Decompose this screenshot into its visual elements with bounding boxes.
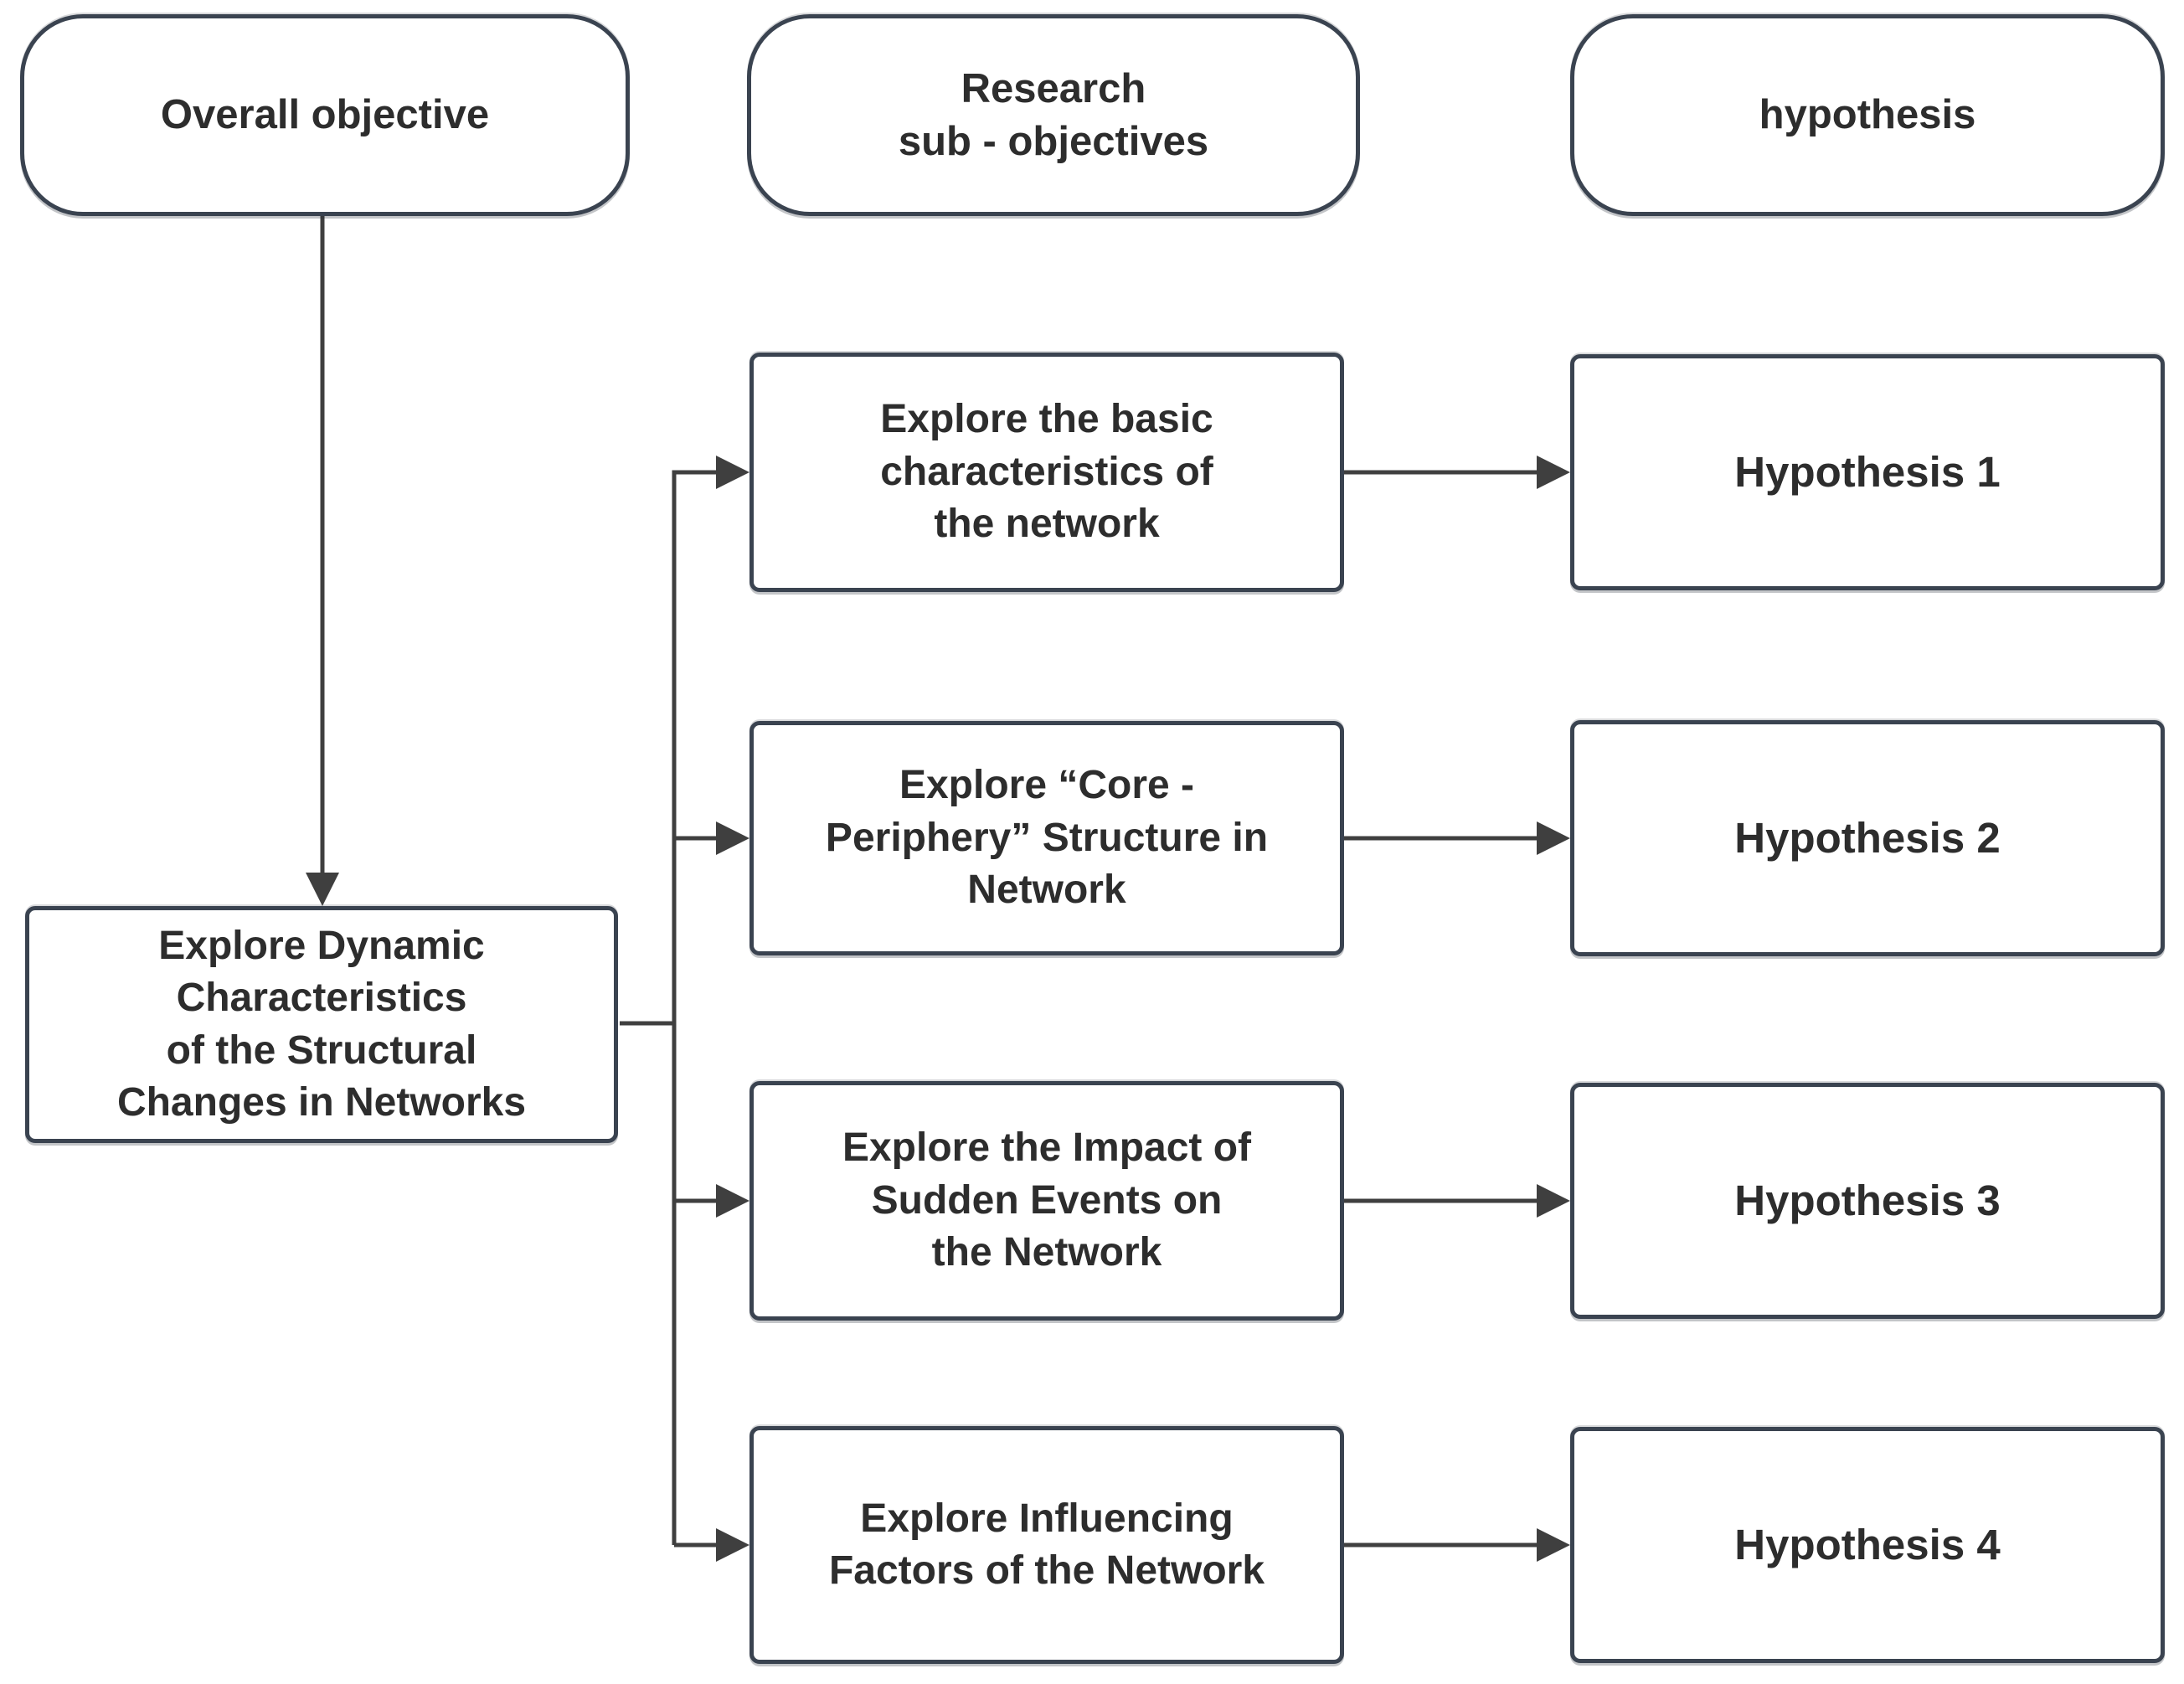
node-hypothesis-4: Hypothesis 4 [1570, 1427, 2165, 1663]
header-research-sub-objectives: Research sub - objectives [747, 14, 1360, 216]
header-overall-objective: Overall objective [20, 14, 630, 216]
header-hypothesis: hypothesis [1570, 14, 2165, 216]
node-hypothesis-1: Hypothesis 1 [1570, 354, 2165, 590]
node-sub-objective-4: Explore Influencing Factors of the Netwo… [749, 1426, 1344, 1664]
connector-trunk-branch-1 [672, 456, 749, 1545]
node-hypothesis-3: Hypothesis 3 [1570, 1083, 2165, 1319]
node-overall-objective: Explore Dynamic Characteristics of the S… [25, 906, 618, 1143]
node-sub-objective-3: Explore the Impact of Sudden Events on t… [749, 1081, 1344, 1321]
node-sub-objective-2: Explore “Core - Periphery” Structure in … [749, 721, 1344, 955]
node-hypothesis-2: Hypothesis 2 [1570, 720, 2165, 956]
node-sub-objective-1: Explore the basic characteristics of the… [749, 353, 1344, 592]
